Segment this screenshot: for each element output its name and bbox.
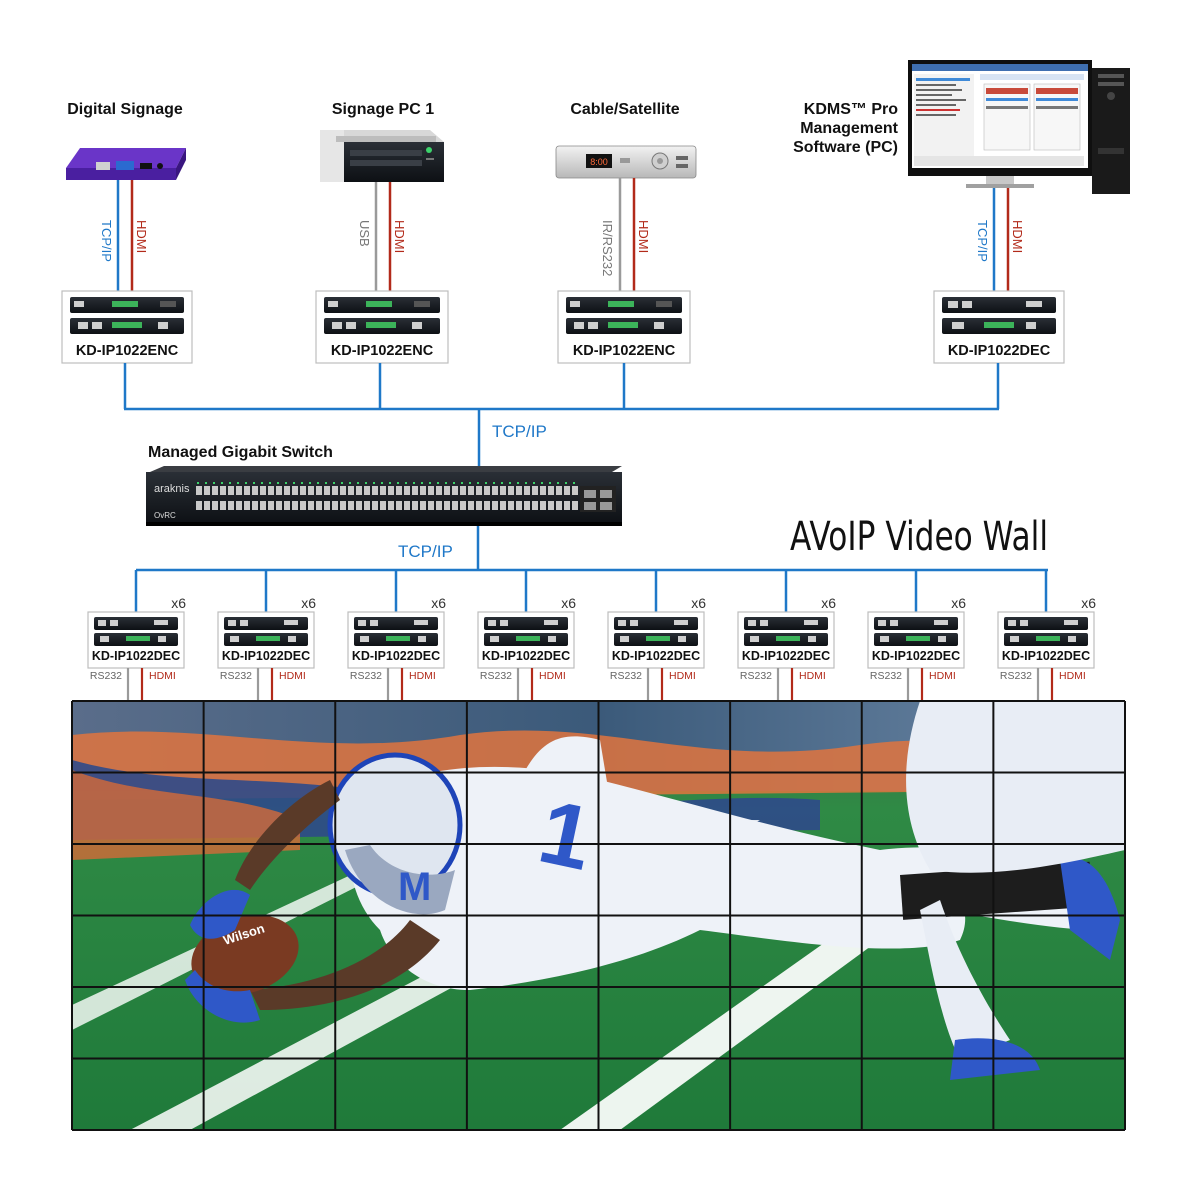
svg-text:8:00: 8:00 — [590, 157, 608, 167]
decoder-count-5: x6 — [691, 595, 706, 611]
network-switch-icon — [146, 466, 622, 526]
network-label-top: TCP/IP — [492, 422, 547, 441]
cable-label-ir-rs232: IR/RS232 — [600, 220, 615, 276]
decoder-unit-1 — [87, 611, 185, 669]
decoder-unit-5 — [607, 611, 705, 669]
network-label-bottom: TCP/IP — [398, 542, 453, 561]
decoder-label-6: KD-IP1022DEC — [742, 649, 830, 663]
decoder-unit-2 — [217, 611, 315, 669]
rs232-label-2: RS232 — [220, 670, 252, 682]
decoder-count-7: x6 — [951, 595, 966, 611]
switch-brand: araknis — [154, 483, 190, 495]
hdmi-label-7: HDMI — [929, 670, 956, 682]
encoder-unit-1 — [61, 290, 193, 364]
hdmi-label-6: HDMI — [799, 670, 826, 682]
rs232-label-4: RS232 — [480, 670, 512, 682]
video-wall-title: AVoIP Video Wall — [790, 514, 1048, 560]
media-player-icon — [66, 148, 186, 180]
rs232-label-7: RS232 — [870, 670, 902, 682]
cable-label-hdmi-2: HDMI — [392, 220, 407, 253]
rs232-label-6: RS232 — [740, 670, 772, 682]
decoder-count-8: x6 — [1081, 595, 1096, 611]
decoder-unit-4 — [477, 611, 575, 669]
network-bus-bottom — [134, 526, 1048, 612]
helmet-letter: M — [398, 865, 431, 909]
decoder-unit-7 — [867, 611, 965, 669]
hdmi-label-8: HDMI — [1059, 670, 1086, 682]
source-label-kdms-line2: Management — [800, 120, 898, 137]
cable-label-hdmi-3: HDMI — [636, 220, 651, 253]
rs232-label-8: RS232 — [1000, 670, 1032, 682]
hdmi-label-4: HDMI — [539, 670, 566, 682]
decoder-count-4: x6 — [561, 595, 576, 611]
decoder-count-3: x6 — [431, 595, 446, 611]
decoder-label-7: KD-IP1022DEC — [872, 649, 960, 663]
rs232-label-1: RS232 — [90, 670, 122, 682]
encoder-label-1: KD-IP1022ENC — [76, 343, 179, 359]
decoder-label-5: KD-IP1022DEC — [612, 649, 700, 663]
source-label-kdms-line1: KDMS™ Pro — [804, 101, 898, 118]
hdmi-label-1: HDMI — [149, 670, 176, 682]
decoder-unit-3 — [347, 611, 445, 669]
encoder-unit-3 — [557, 290, 691, 364]
hdmi-label-5: HDMI — [669, 670, 696, 682]
rs232-label-3: RS232 — [350, 670, 382, 682]
cable-label-hdmi-4: HDMI — [1010, 220, 1025, 253]
decoder-unit-6 — [737, 611, 835, 669]
set-top-box-icon: 8:00 — [555, 145, 697, 179]
cable-label-tcpip-1: TCP/IP — [99, 220, 114, 262]
network-bus-top — [123, 363, 1000, 470]
encoder-label-2: KD-IP1022ENC — [331, 343, 434, 359]
management-pc-icon — [908, 60, 1130, 194]
decoder-count-6: x6 — [821, 595, 836, 611]
switch-badge: OvRC — [154, 511, 176, 520]
encoder-unit-2 — [315, 290, 449, 364]
source-label-kdms-line3: Software (PC) — [793, 139, 898, 156]
decoder-unit-management — [933, 290, 1065, 364]
desktop-pc-icon — [320, 130, 444, 182]
source-label-signage-pc: Signage PC 1 — [332, 101, 434, 118]
decoder-label-2: KD-IP1022DEC — [222, 649, 310, 663]
hdmi-label-2: HDMI — [279, 670, 306, 682]
hdmi-label-3: HDMI — [409, 670, 436, 682]
decoder-count-2: x6 — [301, 595, 316, 611]
source-cables — [116, 178, 1010, 292]
switch-label: Managed Gigabit Switch — [148, 444, 333, 461]
cable-label-hdmi-1: HDMI — [134, 220, 149, 253]
decoder-label-4: KD-IP1022DEC — [482, 649, 570, 663]
decoder-label-1: KD-IP1022DEC — [92, 649, 180, 663]
decoder-label-8: KD-IP1022DEC — [1002, 649, 1090, 663]
cable-label-tcpip-2: TCP/IP — [975, 220, 990, 262]
decoder-label-management: KD-IP1022DEC — [948, 343, 1051, 359]
decoder-label-3: KD-IP1022DEC — [352, 649, 440, 663]
rs232-label-5: RS232 — [610, 670, 642, 682]
cable-label-usb: USB — [357, 220, 372, 247]
source-label-cable-satellite: Cable/Satellite — [570, 101, 679, 118]
video-wall: 1 M Wilson — [71, 700, 1126, 1131]
source-label-digital-signage: Digital Signage — [67, 101, 183, 118]
decoder-count-1: x6 — [171, 595, 186, 611]
encoder-label-3: KD-IP1022ENC — [573, 343, 676, 359]
decoder-unit-8 — [997, 611, 1095, 669]
